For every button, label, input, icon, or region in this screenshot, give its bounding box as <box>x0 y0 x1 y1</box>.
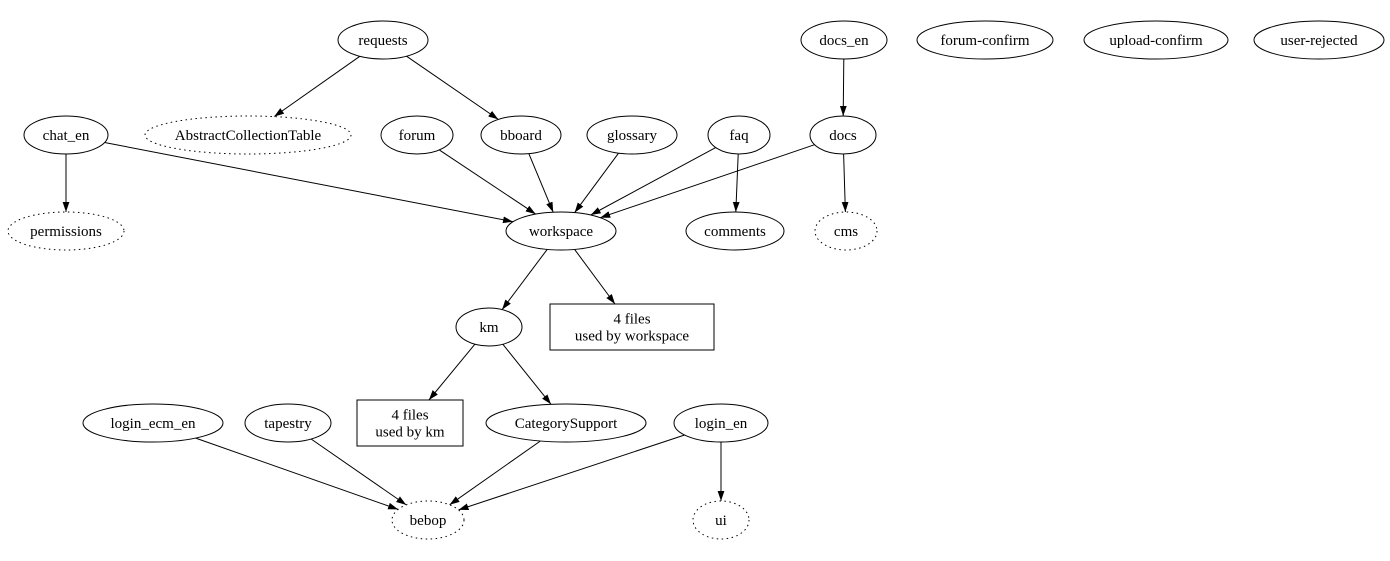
edge-chat_en-to-workspace <box>104 142 514 224</box>
node-label: faq <box>729 128 749 144</box>
edge-forum-to-workspace <box>439 149 536 215</box>
node-glossary: glossary <box>586 115 678 155</box>
node-shape-ellipse <box>1253 20 1385 60</box>
node-shape-ellipse <box>505 211 617 251</box>
edge-faq-to-comments <box>732 153 740 213</box>
node-label: docs_en <box>819 33 869 49</box>
node-shape-ellipse <box>23 115 109 155</box>
node-label: login_ecm_en <box>111 416 196 432</box>
node-user-rejected: user-rejected <box>1253 20 1385 60</box>
edge-docs_en-to-docs <box>839 58 847 117</box>
node-shape-ellipse <box>244 403 332 443</box>
edge-glossary-to-workspace <box>574 152 620 213</box>
node-shape-ellipse <box>391 500 465 540</box>
edge-faq-to-workspace <box>590 147 716 216</box>
node-comments: comments <box>685 211 785 251</box>
edge-workspace-to-km <box>501 249 548 310</box>
node-label: bboard <box>500 128 542 144</box>
node-docs: docs <box>809 115 877 155</box>
node-label: cms <box>834 224 858 240</box>
node-workspace: workspace <box>505 211 617 251</box>
node-shape-ellipse <box>916 20 1054 60</box>
node-shape-ellipse <box>673 403 769 443</box>
node-label: user-rejected <box>1280 33 1358 49</box>
node-AbstractCollectionTable: AbstractCollectionTable <box>144 115 352 155</box>
node-CategorySupport: CategorySupport <box>485 403 647 443</box>
node-bboard: bboard <box>480 115 562 155</box>
node-shape-ellipse <box>7 211 125 251</box>
node-label: requests <box>358 33 407 49</box>
node-shape-ellipse <box>809 115 877 155</box>
edge-login_en-to-bebop <box>458 434 685 511</box>
node-shape-ellipse <box>82 403 224 443</box>
node-upload-confirm: upload-confirm <box>1083 20 1229 60</box>
node-label: upload-confirm <box>1109 33 1203 49</box>
node-shape-ellipse <box>586 115 678 155</box>
node-shape-ellipse <box>692 500 750 540</box>
edge-docs-to-workspace <box>600 144 815 219</box>
node-shape-ellipse <box>1083 20 1229 60</box>
node-label: chat_en <box>43 128 90 144</box>
node-shape-ellipse <box>380 115 454 155</box>
node-shape-rect <box>549 303 715 351</box>
node-ui: ui <box>692 500 750 540</box>
node-chat_en: chat_en <box>23 115 109 155</box>
node-label: workspace <box>529 224 593 240</box>
node-shape-ellipse <box>685 211 785 251</box>
node-docs_en: docs_en <box>800 20 888 60</box>
node-shape-ellipse <box>485 403 647 443</box>
node-shape-ellipse <box>707 115 771 155</box>
edge-requests-to-bboard <box>406 55 499 120</box>
edge-requests-to-AbstractCollectionTable <box>273 55 361 118</box>
node-shape-ellipse <box>800 20 888 60</box>
edge-docs-to-cms <box>841 153 849 213</box>
node-login_ecm_en: login_ecm_en <box>82 403 224 443</box>
node-label: forum-confirm <box>940 33 1029 49</box>
node-label: bebop <box>410 513 447 529</box>
node-permissions: permissions <box>7 211 125 251</box>
edge-workspace-to-files_used_by_workspace <box>574 249 616 305</box>
edge-CategorySupport-to-bebop <box>449 440 541 506</box>
node-login_en: login_en <box>673 403 769 443</box>
node-cms: cms <box>814 211 878 251</box>
node-shape-rect <box>356 399 464 447</box>
node-shape-ellipse <box>480 115 562 155</box>
edge-km-to-CategorySupport <box>502 343 552 405</box>
node-label: forum <box>399 128 436 144</box>
node-faq: faq <box>707 115 771 155</box>
edge-tapestry-to-bebop <box>310 438 407 506</box>
node-forum-confirm: forum-confirm <box>916 20 1054 60</box>
node-label: docs <box>829 128 857 144</box>
node-shape-ellipse <box>337 20 429 60</box>
node-bebop: bebop <box>391 500 465 540</box>
node-label: comments <box>704 224 766 240</box>
node-label: ui <box>715 513 727 529</box>
node-shape-ellipse <box>144 115 352 155</box>
node-forum: forum <box>380 115 454 155</box>
edge-login_ecm_en-to-bebop <box>195 437 399 510</box>
edge-km-to-files_used_by_km <box>428 343 476 401</box>
node-km: km <box>455 307 523 347</box>
node-shape-ellipse <box>455 307 523 347</box>
edge-bboard-to-workspace <box>528 153 554 213</box>
node-label: glossary <box>607 128 657 144</box>
node-label: tapestry <box>264 416 312 432</box>
node-tapestry: tapestry <box>244 403 332 443</box>
node-label: AbstractCollectionTable <box>175 128 322 144</box>
node-label: permissions <box>30 224 102 240</box>
node-requests: requests <box>337 20 429 60</box>
node-label: km <box>479 320 499 336</box>
node-shape-ellipse <box>814 211 878 251</box>
node-label: login_en <box>695 416 748 432</box>
node-label: CategorySupport <box>515 416 618 432</box>
